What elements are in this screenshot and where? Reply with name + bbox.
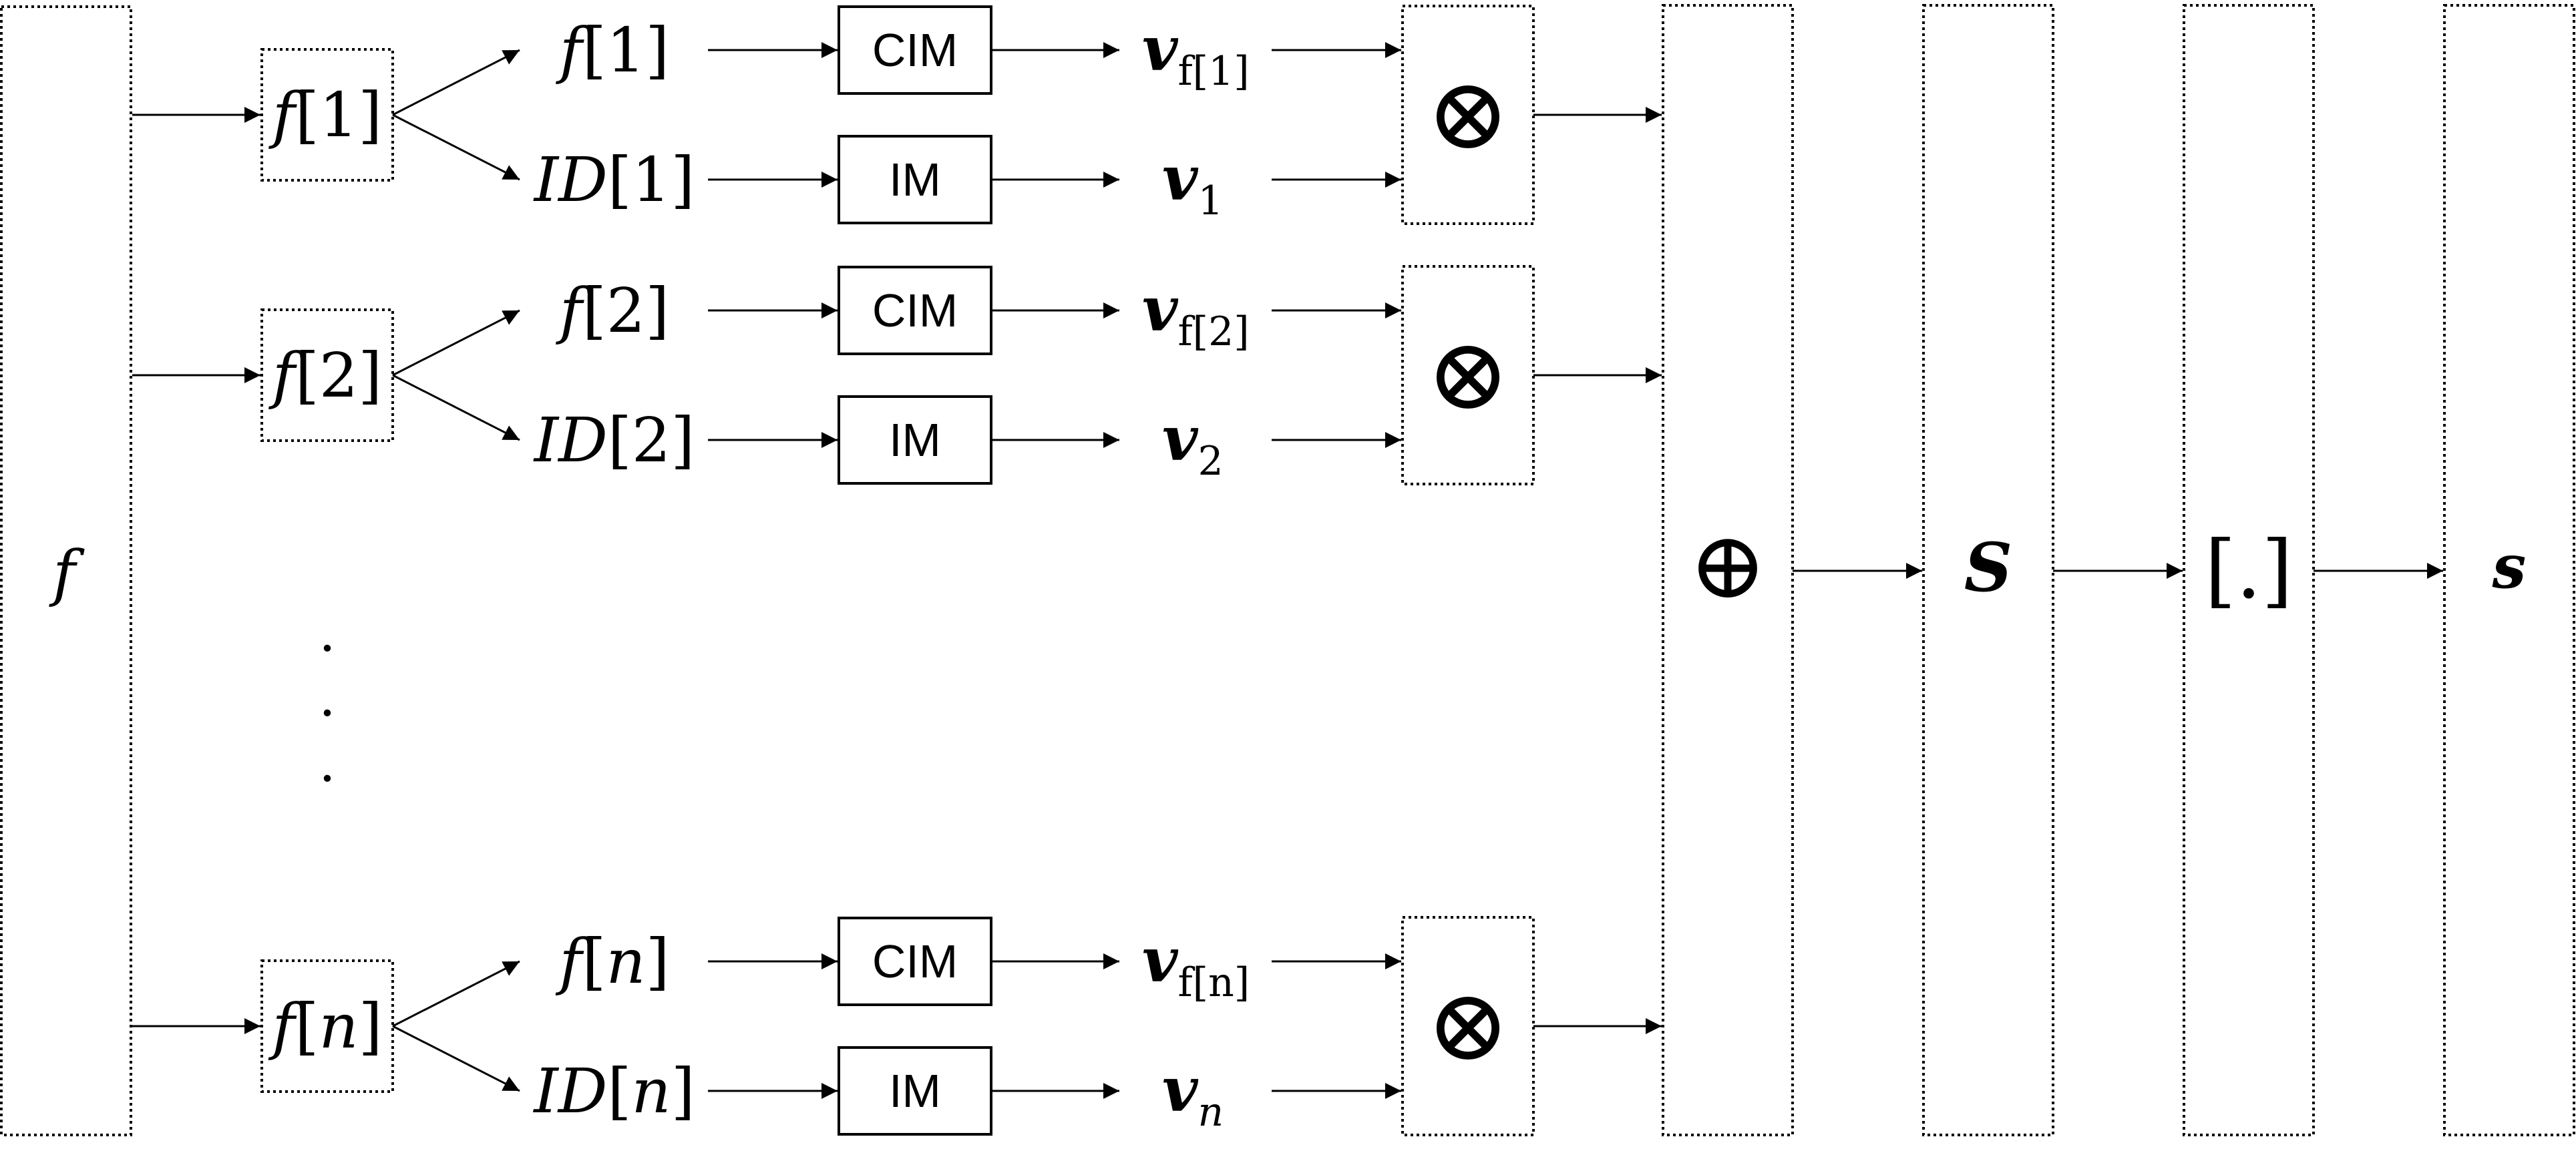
branch-row: f[2] f[2] CIM vf[2] ID[2] IM v2 ⊗ — [132, 265, 1662, 485]
feature-value-label: f[2] — [556, 275, 669, 346]
split-arrow-id — [392, 374, 520, 441]
branch-group: f[1] f[1] CIM vf[1] ID[1] IM v1 ⊗ f[2] f[2] CIM vf[… — [132, 5, 1662, 1136]
cim-label: CIM — [872, 24, 958, 76]
value-hypervector-label: vf[n] — [1142, 924, 1250, 1006]
feature-slice-box — [260, 959, 394, 1093]
input-feature-label: f — [49, 537, 85, 609]
im-label: IM — [889, 414, 941, 466]
im-label: IM — [889, 1065, 941, 1117]
bundle-box — [1662, 4, 1794, 1136]
input-feature-box — [0, 5, 132, 1136]
bind-operator-icon: ⊗ — [1426, 316, 1510, 433]
cim-label: CIM — [872, 284, 958, 336]
feature-id-label: ID[n] — [532, 1056, 695, 1127]
split-arrow-id — [392, 113, 520, 181]
id-hypervector-label: v1 — [1162, 142, 1224, 224]
cim-label: CIM — [872, 935, 958, 987]
feature-slice-box — [260, 48, 394, 182]
branch-row: f[n] f[n] CIM vf[n] ID[n] IM vn ⊗ — [132, 916, 1662, 1136]
binarize-label: [.] — [2205, 524, 2293, 617]
feature-slice-label: f[2] — [268, 340, 382, 411]
split-arrow-value — [392, 960, 520, 1027]
value-hypervector-label: vf[1] — [1142, 13, 1250, 95]
feature-value-label: f[n] — [555, 926, 669, 997]
value-hypervector-label: vf[2] — [1142, 273, 1250, 355]
binarize-box — [2183, 4, 2315, 1136]
id-hypervector-label: v2 — [1162, 403, 1224, 485]
id-hypervector-label: vn — [1162, 1054, 1224, 1136]
output-label: s — [2492, 531, 2527, 602]
ellipsis-dot: . — [319, 732, 335, 794]
feature-slice-label: f[1] — [268, 79, 382, 151]
split-arrow-value — [392, 309, 520, 377]
bind-operator-icon: ⊗ — [1426, 56, 1510, 172]
ellipsis-dot: . — [319, 602, 335, 664]
branch-row: f[1] f[1] CIM vf[1] ID[1] IM v1 ⊗ — [132, 5, 1662, 225]
accumulator-box — [1922, 4, 2054, 1136]
feature-value-label: f[1] — [556, 15, 669, 86]
im-label: IM — [889, 154, 941, 206]
feature-slice-box — [260, 308, 394, 442]
feature-slice-label: f[n] — [268, 991, 382, 1062]
split-arrow-value — [392, 49, 520, 116]
feature-id-label: ID[2] — [533, 405, 695, 476]
split-arrow-id — [392, 1025, 520, 1092]
feature-id-label: ID[1] — [533, 144, 695, 216]
bind-operator-icon: ⊗ — [1426, 967, 1510, 1084]
output-box — [2443, 4, 2575, 1136]
bundle-operator-icon: ⊕ — [1688, 511, 1767, 620]
ellipsis-dot: . — [319, 666, 335, 728]
accumulator-label: S — [1964, 528, 2012, 607]
